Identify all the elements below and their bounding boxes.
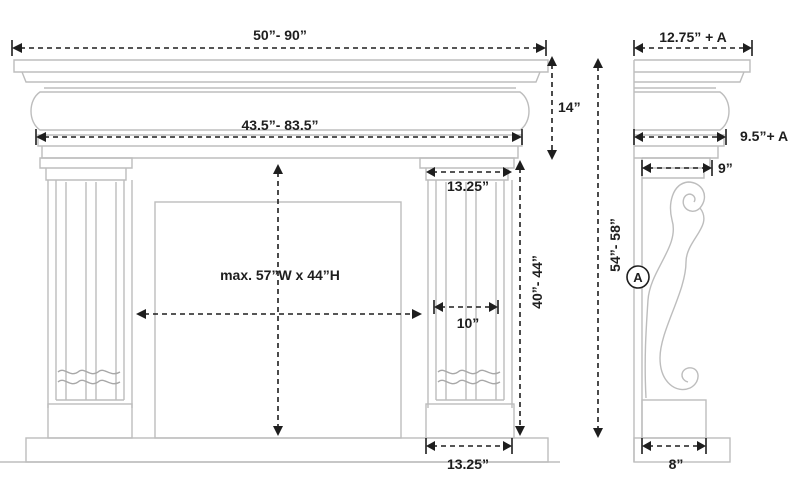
right-leg-shaft — [427, 180, 513, 408]
detail-marker-a — [626, 265, 650, 289]
dimension-mid-depth: 9.5”+ A — [633, 128, 788, 145]
dimension-opening: max. 57”W x 44”H — [136, 164, 422, 436]
side-architrave — [634, 134, 725, 159]
left-leg-flutes — [57, 369, 121, 385]
dimension-leg-top-width: 13.25” — [426, 167, 512, 194]
side-view: A — [626, 59, 751, 463]
mantel-frieze — [30, 87, 530, 131]
top-depth-label: 12.75” + A — [659, 29, 727, 45]
dimension-top-depth: 12.75” + A — [633, 29, 753, 56]
leg-inner-width-label: 10” — [457, 315, 480, 331]
dimension-inner-width: 43.5”- 83.5” — [35, 117, 523, 145]
inner-width-label: 43.5”- 83.5” — [241, 117, 318, 133]
right-leg-plinth — [425, 403, 515, 439]
mantel-cornice — [13, 59, 549, 83]
leg-height-label: 40”- 44” — [529, 255, 545, 309]
leg-top-width-label: 13.25” — [447, 178, 489, 194]
mid-depth-label: 9.5”+ A — [740, 128, 788, 144]
plinth-width-label: 13.25” — [447, 456, 489, 472]
dimension-leg-inner-width: 10” — [433, 300, 499, 331]
corbel-depth-label: 9” — [718, 160, 733, 176]
dimension-mantel-height: 14” — [547, 56, 581, 160]
right-leg-flutes — [437, 369, 501, 385]
dimension-overall-width: 50”- 90” — [11, 27, 547, 56]
dimension-base-depth: 8” — [641, 438, 707, 472]
detail-marker-label: A — [633, 270, 643, 285]
overall-height-label: 54”- 58” — [607, 218, 623, 272]
left-leg-shaft — [47, 180, 133, 408]
side-frieze — [634, 87, 730, 131]
side-back-line — [633, 60, 643, 462]
overall-width-label: 50”- 90” — [253, 27, 307, 43]
left-leg-capital — [39, 157, 133, 181]
dimension-overall-height: 54”- 58” — [593, 58, 623, 438]
front-view — [0, 59, 560, 463]
mantel-architrave — [37, 134, 523, 159]
base-depth-label: 8” — [669, 456, 684, 472]
mantel-height-label: 14” — [558, 99, 581, 115]
side-plinth — [641, 399, 707, 439]
opening-label: max. 57”W x 44”H — [220, 267, 340, 283]
side-scroll-bracket — [644, 181, 706, 399]
dimension-leg-height: 40”- 44” — [515, 160, 545, 436]
dimension-corbel-depth: 9” — [641, 160, 733, 176]
side-cornice — [634, 59, 751, 83]
dimension-plinth-width: 13.25” — [425, 438, 513, 472]
right-leg-capital — [419, 157, 515, 181]
left-leg-plinth — [47, 403, 133, 439]
side-hearth — [633, 437, 731, 463]
